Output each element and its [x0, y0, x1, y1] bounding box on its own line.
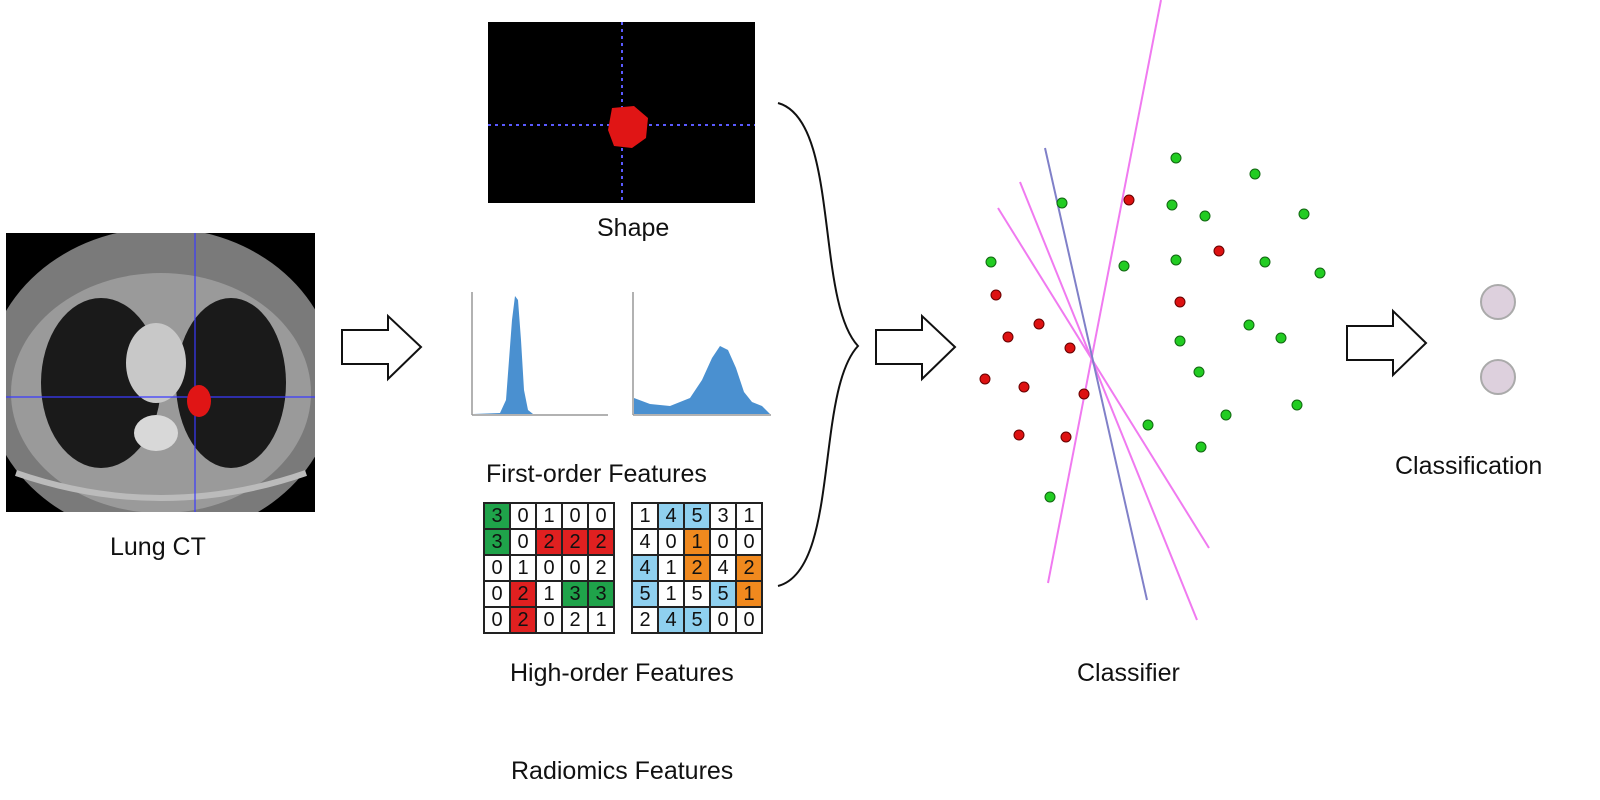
matrix-cell: 2: [631, 606, 659, 634]
matrix-cell: 3: [561, 580, 589, 608]
arrow-3: [1346, 308, 1428, 378]
tumor-shape: [608, 106, 648, 148]
matrix-cell: 3: [709, 502, 737, 530]
matrix-cell: 5: [683, 502, 711, 530]
matrix-cell: 0: [509, 502, 537, 530]
matrix-cell: 0: [535, 554, 563, 582]
curly-brace: [777, 102, 860, 587]
first-order-label: First-order Features: [486, 460, 707, 488]
shape-image: [488, 22, 755, 203]
matrix-cell: 0: [509, 528, 537, 556]
classifier-label: Classifier: [1077, 659, 1180, 687]
arrow-2: [875, 313, 957, 382]
matrix-cell: 0: [561, 554, 589, 582]
class-points-green: [985, 152, 1326, 503]
classification-label: Classification: [1395, 452, 1543, 480]
matrix-cell: 0: [483, 554, 511, 582]
matrix-cell: 2: [535, 528, 563, 556]
matrix-cell: 2: [509, 580, 537, 608]
matrix-cell: 1: [657, 554, 685, 582]
matrix-cell: 2: [509, 606, 537, 634]
matrix-cell: 1: [735, 580, 763, 608]
matrix-cell: 0: [561, 502, 589, 530]
matrix-cell: 1: [631, 502, 659, 530]
high-order-label: High-order Features: [510, 659, 734, 687]
matrix-cell: 0: [483, 580, 511, 608]
matrix-cell: 0: [535, 606, 563, 634]
matrix-cell: 1: [535, 502, 563, 530]
matrix-cell: 0: [735, 606, 763, 634]
lung-ct-image: [6, 233, 315, 512]
matrix-cell: 5: [709, 580, 737, 608]
lung-ct-label: Lung CT: [110, 533, 206, 561]
matrix-cell: 5: [683, 606, 711, 634]
matrix-cell: 3: [587, 580, 615, 608]
radiomics-label: Radiomics Features: [511, 757, 734, 785]
matrix-cell: 4: [657, 606, 685, 634]
shape-label: Shape: [597, 214, 670, 242]
matrix-cell: 3: [483, 502, 511, 530]
matrix-cell: 0: [735, 528, 763, 556]
histogram-wide: [632, 292, 771, 416]
matrix-cell: 3: [483, 528, 511, 556]
shape-graphic: [488, 22, 755, 203]
matrix-cell: 0: [657, 528, 685, 556]
matrix-cell: 2: [587, 528, 615, 556]
matrix-cell: 4: [657, 502, 685, 530]
matrix-cell: 4: [631, 528, 659, 556]
matrix-cell: 2: [683, 554, 711, 582]
matrix-cell: 2: [735, 554, 763, 582]
decision-boundaries: [997, 0, 1210, 621]
class-circle-2: [1480, 359, 1516, 395]
matrix-cell: 1: [587, 606, 615, 634]
class-circle-1: [1480, 284, 1516, 320]
matrix-cell: 2: [561, 606, 589, 634]
matrix-cell: 2: [587, 554, 615, 582]
lung-ct-scan-graphic: [6, 233, 315, 512]
arrow-1: [341, 313, 423, 382]
matrix-cell: 5: [631, 580, 659, 608]
matrix-cell: 0: [587, 502, 615, 530]
matrix-cell: 4: [709, 554, 737, 582]
matrix-cell: 0: [709, 528, 737, 556]
matrix-cell: 0: [483, 606, 511, 634]
class-points-red: [979, 194, 1225, 443]
tumor-marker: [187, 385, 211, 417]
matrix-cell: 1: [535, 580, 563, 608]
matrix-cell: 1: [683, 528, 711, 556]
matrix-cell: 0: [709, 606, 737, 634]
matrix-cell: 5: [683, 580, 711, 608]
matrix-cell: 1: [735, 502, 763, 530]
histogram-narrow: [471, 292, 608, 416]
matrix-cell: 4: [631, 554, 659, 582]
matrix-cell: 1: [657, 580, 685, 608]
matrix-cell: 1: [509, 554, 537, 582]
classification-outputs: [1480, 284, 1516, 395]
matrix-cell: 2: [561, 528, 589, 556]
